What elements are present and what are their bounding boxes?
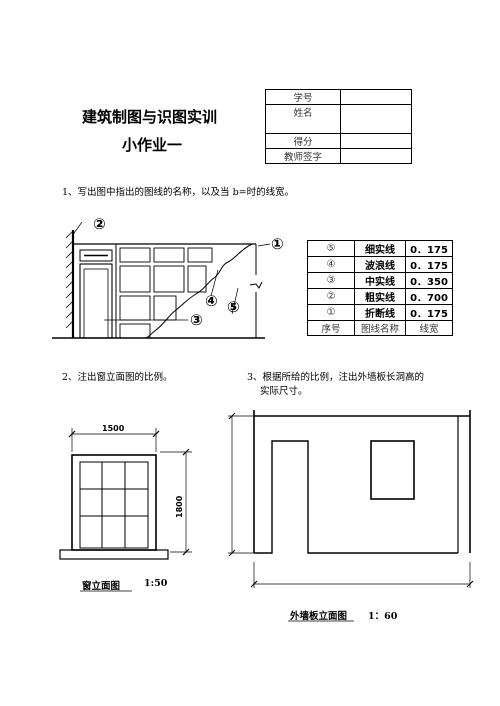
marker-5: ⑤ (227, 298, 240, 316)
legend-header-name: 图线名称 (354, 320, 406, 336)
legend-name: 粗实线 (354, 288, 406, 305)
legend-header-num: 序号 (307, 320, 355, 336)
question-2-text: 2、注出窗立面图的比例。 (62, 372, 173, 383)
legend-num: ⑤ (307, 240, 355, 257)
legend-name: 波浪线 (354, 256, 406, 273)
legend-width: 0．700 (405, 288, 453, 305)
legend-row: ④ 波浪线 0．175 (307, 256, 453, 273)
question-1-text: 1、写出图中指出的图线的名称，以及当 b=时的线宽。 (62, 187, 295, 198)
question-3-text-line1: 3、根据所给的比例，注出外墙板长洞高的 (247, 372, 425, 383)
page-subtitle: 小作业一 (122, 136, 183, 154)
legend-width: 0．175 (405, 304, 453, 321)
q3-caption: 外墙板立面图 (290, 611, 348, 622)
legend-width: 0．350 (405, 272, 453, 289)
legend-row: ② 粗实线 0．700 (307, 288, 453, 305)
marker-4: ④ (205, 292, 218, 310)
legend-num: ① (307, 304, 355, 321)
info-value-name[interactable] (340, 104, 412, 134)
legend-width: 0．175 (405, 240, 453, 257)
q1-markers: ② ① ④ ⑤ ③ (93, 215, 284, 329)
page-title: 建筑制图与识图实训 (82, 108, 218, 126)
legend-row: ③ 中实线 0．350 (307, 272, 453, 289)
student-info-table: 学号 姓名 得分 教师签字 (265, 89, 412, 164)
line-legend-table: ⑤ 细实线 0．175 ④ 波浪线 0．175 ③ 中实线 0．350 ② 粗实… (307, 240, 453, 336)
info-value-teacher[interactable] (340, 148, 412, 164)
info-label-teacher: 教师签字 (265, 148, 341, 164)
q2-window-drawing (59, 428, 192, 592)
legend-num: ④ (307, 256, 355, 273)
q2-dim-height: 1800 (175, 495, 184, 518)
marker-3: ③ (190, 311, 203, 329)
q3-scale: 1：60 (368, 611, 398, 622)
q3-wall-panel-drawing (228, 410, 474, 622)
legend-name: 细实线 (354, 240, 406, 257)
q1-elevation-drawing (52, 221, 271, 339)
legend-width: 0．175 (405, 256, 453, 273)
legend-num: ② (307, 288, 355, 305)
legend-row: ⑤ 细实线 0．175 (307, 240, 453, 257)
marker-2: ② (93, 215, 106, 233)
q2-scale: 1:50 (144, 578, 168, 589)
marker-1: ① (271, 235, 284, 253)
legend-row: ① 折断线 0．175 (307, 304, 453, 321)
legend-num: ③ (307, 272, 355, 289)
legend-header-row: 序号 图线名称 线宽 (307, 320, 453, 336)
q2-dim-width: 1500 (102, 424, 125, 433)
legend-header-width: 线宽 (405, 320, 453, 336)
legend-name: 中实线 (354, 272, 406, 289)
question-3-text-line2: 实际尺寸。 (260, 386, 308, 397)
q2-caption: 窗立面图 (82, 581, 121, 592)
legend-name: 折断线 (354, 304, 406, 321)
